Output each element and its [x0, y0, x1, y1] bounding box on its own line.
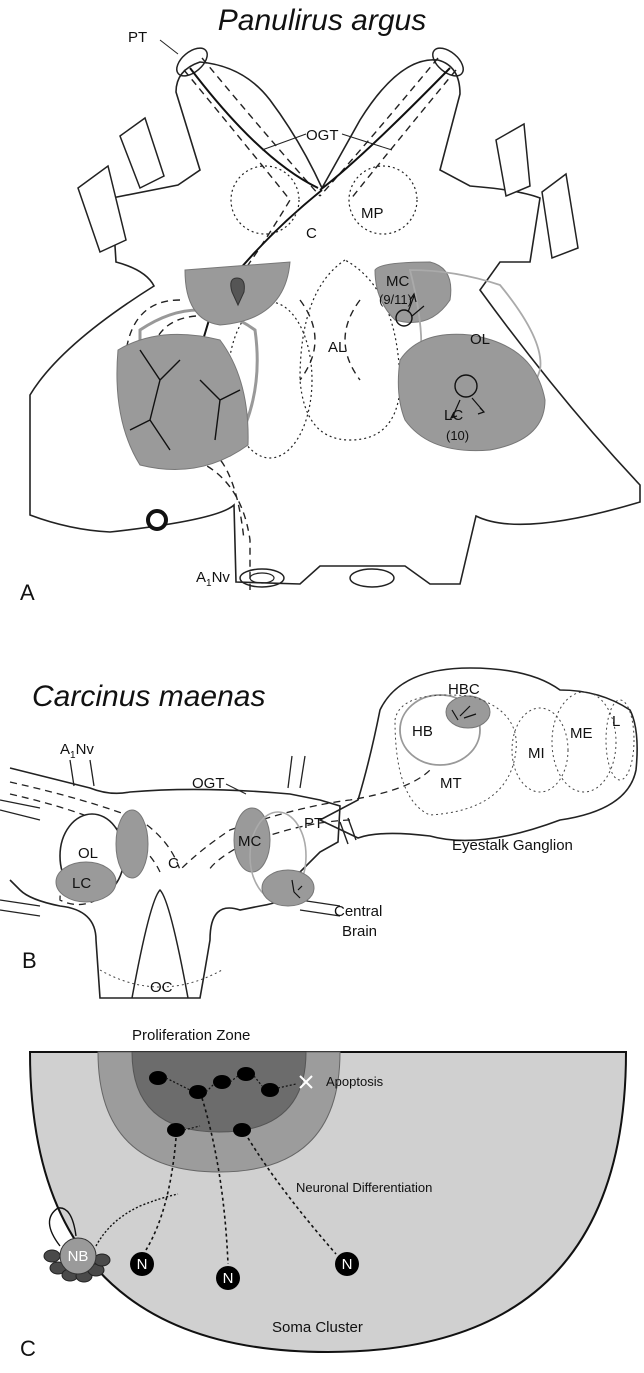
label-b-mt: MT: [440, 775, 462, 792]
panel-c: NB N N N Proliferation Zone Apoptosis Ne…: [0, 1010, 644, 1368]
label-al: AL: [328, 339, 346, 356]
label-b-a1nv-suffix: Nv: [76, 741, 95, 758]
label-a1nv-suffix: Nv: [212, 569, 231, 586]
a1nv-tube-inner: [250, 573, 274, 583]
label-b-ogt: OGT: [192, 775, 225, 792]
label-ogt: OGT: [306, 127, 339, 144]
label-c: C: [306, 225, 317, 242]
label-a1nv: A1Nv: [196, 569, 230, 589]
panel-b: Carcinus maenas A1Nv OGT PT OL LC C MC: [0, 610, 644, 1010]
ogt-tracts: [125, 58, 456, 590]
label-b-lc: LC: [72, 875, 91, 892]
panel-b-letter: B: [22, 948, 37, 973]
l-neuropil: [606, 700, 634, 780]
label-b-hbc: HBC: [448, 681, 480, 698]
label-b-c: C: [168, 855, 179, 872]
left-nub-lower: [78, 166, 126, 252]
label-differentiation: Neuronal Differentiation: [296, 1180, 432, 1195]
label-n1: N: [137, 1256, 148, 1273]
label-b-ol: OL: [78, 845, 98, 862]
label-b-mi: MI: [528, 745, 545, 762]
mc-cluster-b-left: [116, 810, 148, 878]
label-apoptosis: Apoptosis: [326, 1074, 384, 1089]
label-a1nv-main: A: [196, 569, 206, 586]
left-neuron-soma: [148, 511, 166, 529]
panel-b-diagram: Carcinus maenas A1Nv OGT PT OL LC C MC: [0, 610, 644, 1010]
label-b-a1nv: A1Nv: [60, 741, 94, 761]
lc-cluster-b-right: [262, 870, 314, 906]
leader-b-ogt: [226, 784, 246, 794]
label-proliferation: Proliferation Zone: [132, 1027, 250, 1044]
panel-c-letter: C: [20, 1336, 36, 1361]
label-ol: OL: [470, 331, 490, 348]
lc-cluster-left: [117, 334, 248, 469]
pt-lines-b: [288, 756, 305, 788]
panel-b-title: Carcinus maenas: [32, 680, 265, 713]
panel-a-letter: A: [20, 580, 35, 605]
right-nub-lower: [542, 174, 578, 258]
me-neuropil: [552, 692, 616, 792]
label-mc-count: (9/11): [379, 292, 412, 307]
label-b-eyestalk: Eyestalk Ganglion: [452, 837, 573, 854]
panel-c-diagram: NB N N N Proliferation Zone Apoptosis Ne…: [0, 1010, 644, 1368]
a1nv-tube-left: [240, 569, 284, 587]
panel-a-diagram: Panulirus argus: [0, 0, 644, 610]
panel-a: Panulirus argus: [0, 0, 644, 610]
label-n3: N: [342, 1256, 353, 1273]
right-nub-upper: [496, 124, 530, 196]
label-n2: N: [223, 1270, 234, 1287]
label-pt: PT: [128, 29, 147, 46]
eyestalk-cut-2: [348, 818, 356, 840]
label-nb: NB: [68, 1248, 89, 1265]
label-b-me: ME: [570, 725, 593, 742]
lc-cluster-right: [398, 334, 545, 450]
label-mc: MC: [386, 273, 409, 290]
panel-a-title: Panulirus argus: [218, 4, 426, 37]
label-b-central-2: Brain: [342, 923, 377, 940]
a1nv-tube-right: [350, 569, 394, 587]
label-b-pt: PT: [304, 815, 323, 832]
label-b-central-1: Central: [334, 903, 382, 920]
label-b-l: L: [612, 713, 620, 730]
left-nub-upper: [120, 118, 164, 188]
label-b-hb: HB: [412, 723, 433, 740]
label-lc-count: (10): [446, 428, 469, 443]
a1nv-lines-b: [70, 760, 94, 786]
label-lc: LC: [444, 407, 463, 424]
label-b-a1nv-main: A: [60, 741, 70, 758]
label-b-mc: MC: [238, 833, 261, 850]
label-mp: MP: [361, 205, 384, 222]
leader-pt: [160, 40, 178, 54]
label-soma: Soma Cluster: [272, 1319, 363, 1336]
label-b-oc: OC: [150, 979, 173, 996]
